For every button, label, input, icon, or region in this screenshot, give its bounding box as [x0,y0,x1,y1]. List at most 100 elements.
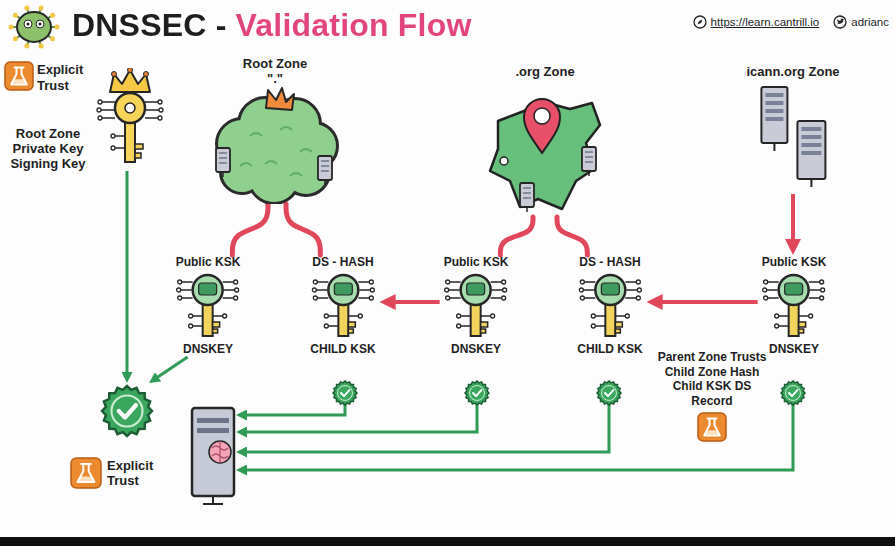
root-zone-cloud-path [290,173,302,176]
key-icon-line [450,297,461,299]
root-key-icon-circle [158,116,162,120]
logo-circle [24,5,29,10]
key-icon-line [768,281,779,283]
key-icon-line [358,297,369,299]
logo-circle [39,23,42,26]
key-icon-line [182,281,193,283]
resolver-server-path [212,441,228,463]
key-icon [312,275,374,336]
key-icon-circle [636,280,640,284]
ds-hash-key-svg [311,270,375,342]
flask-icon [5,62,33,90]
logo-circle [27,23,30,26]
server-icon [520,183,534,212]
dnskey-key-svg [762,270,826,342]
key-icon-line [799,315,809,317]
key-icon-circle [809,314,813,318]
check-badge-circle [338,386,353,401]
key-icon-line [213,315,223,317]
trust-note: Explicit Trust [37,62,83,93]
trust-line [245,404,609,452]
key-icon-line [223,297,234,299]
trust-connector [156,357,187,378]
key-icon-line [595,325,605,327]
root-zone-cloud-circle [246,120,306,180]
check-badge-circle [470,386,485,401]
flask-icon-path [704,419,720,436]
server-icon-rect [318,156,332,180]
key-icon-rect [799,329,804,333]
key-icon-circle [324,324,328,328]
key-icon-circle [821,288,825,292]
key-icon-rect [615,322,622,327]
key-icon-line [491,281,502,283]
key-icon-line [224,289,235,291]
key-icon-line [223,281,234,283]
org-zone-map-circle [500,157,508,165]
org-zone-map-path [490,101,600,209]
org-zone: .org Zone [480,64,610,217]
logo-ellipse [17,12,51,42]
key-icon-rect [348,329,353,333]
logo-circle [39,44,44,49]
explicit-trust-badge-div-svg [70,457,102,489]
server-icon-rect [582,147,596,171]
check-badge-path [473,390,481,396]
key-icon-circle [779,275,809,305]
key-icon-rect [213,329,218,333]
key-icon-line [584,281,595,283]
logo-circle [9,25,14,30]
key-icon-line [492,289,503,291]
check-badge [597,381,621,405]
org-zone-map [490,99,600,212]
key-icon-line [193,325,203,327]
flask-icon-path [78,464,95,482]
key-icon-circle [328,275,358,305]
check-badge-path [605,390,613,396]
root-key-icon-line [102,101,115,103]
key-icon-circle [358,314,362,318]
icann-servers-line [810,179,812,187]
compass-icon-path [697,20,702,25]
root-key-icon-circle [158,100,162,104]
trust-connector [791,194,795,242]
key-icon-circle [234,280,238,284]
key-icon-line [779,325,789,327]
server-icon-line [585,161,593,162]
root-signing-key-div: Root Zone Private Key Signing Key [4,126,92,171]
dnskey-key-svg [444,270,508,342]
resolver-server-line [203,503,223,505]
check-badge [333,381,357,405]
key-icon-circle [312,288,316,292]
key-icon-line [450,281,461,283]
flask-icon-line [15,67,24,69]
icann-zone-svg [753,79,833,194]
key-icon [763,275,825,336]
root-key-icon-circle [98,100,102,104]
dnskey-key: Public KSKDNSKEY [758,255,831,357]
server-icon-line [324,180,326,185]
check-badge [102,386,152,436]
key-icon-line [491,297,502,299]
key-icon-circle [775,324,779,328]
key-icon-line [461,315,471,317]
trust-line [245,404,477,432]
key-icon-line [182,297,193,299]
org-zone-svg [480,79,610,217]
flask-icon-line [81,463,91,465]
node-label: CHILD KSK [577,342,642,357]
check-badge-path [789,390,797,396]
key-icon-line [625,297,636,299]
explicit-trust-badge-div: Explicit Trust [70,457,155,489]
key-icon-circle [591,314,595,318]
server-icon-line [523,197,531,198]
root-key-icon-circle [98,116,102,120]
root-key-icon-circle [111,134,115,138]
icann-servers-rect [801,127,821,131]
key-icon-circle [625,314,629,318]
key-icon-circle [369,296,373,300]
key-icon-rect [785,283,803,295]
node-label: Root Zone [210,56,340,71]
key-icon-line [461,325,471,327]
server-icon-line [321,165,329,166]
